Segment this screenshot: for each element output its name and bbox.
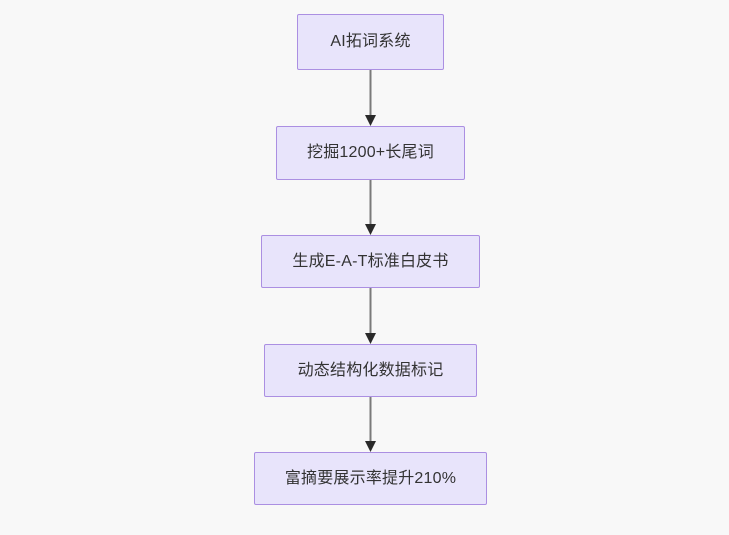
flow-node-rich-snippet-impression-uplift[interactable]: 富摘要展示率提升210% (254, 452, 487, 505)
flow-node-label: 富摘要展示率提升210% (284, 469, 457, 487)
flow-node-label: 动态结构化数据标记 (297, 361, 444, 379)
edge-n2-n3 (365, 288, 376, 344)
edge-n0-n1 (365, 70, 376, 126)
edge-n3-n4 (365, 397, 376, 452)
flow-node-generate-eat-whitepaper[interactable]: 生成E-A-T标准白皮书 (261, 235, 480, 288)
flow-node-ai-keyword-system[interactable]: AI拓词系统 (297, 14, 444, 70)
flow-node-label: 生成E-A-T标准白皮书 (292, 252, 449, 270)
flow-node-mine-longtail-keywords[interactable]: 挖掘1200+长尾词 (276, 126, 465, 180)
flow-node-dynamic-structured-data-markup[interactable]: 动态结构化数据标记 (264, 344, 477, 397)
flow-node-label: AI拓词系统 (330, 33, 411, 51)
flow-node-label: 挖掘1200+长尾词 (307, 144, 434, 162)
edge-n1-n2 (365, 180, 376, 235)
